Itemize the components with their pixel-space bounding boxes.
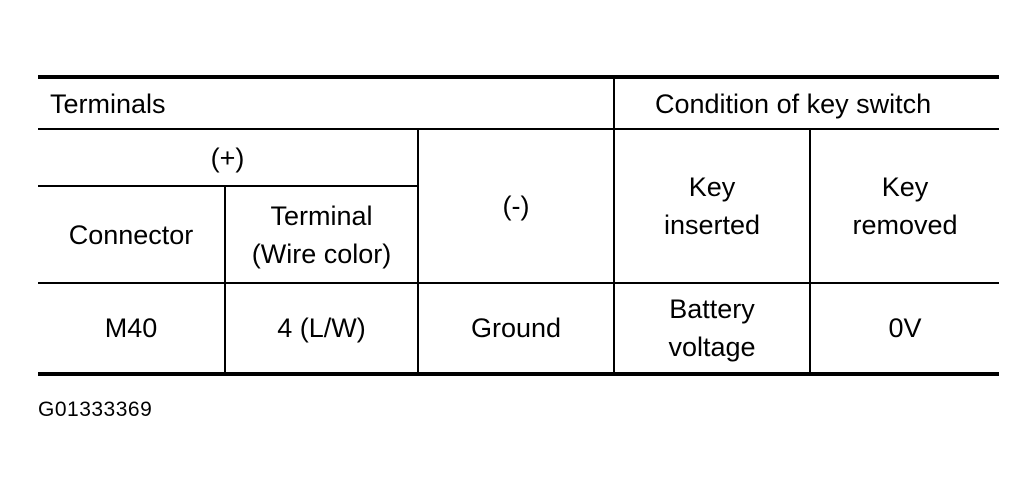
key-inserted-cell-line2: voltage <box>668 332 756 362</box>
terminal-header-line2: (Wire color) <box>251 238 392 269</box>
negative-header: (-) <box>417 128 615 284</box>
key-inserted-cell: Battery voltage <box>613 282 811 376</box>
table-row: M40 4 (L/W) Ground Battery voltage 0V <box>38 282 1000 376</box>
positive-header: (+) <box>38 128 419 187</box>
key-inserted-header-line1: Key <box>688 172 736 202</box>
key-removed-header: Key removed <box>808 128 1000 284</box>
connector-cell: M40 <box>38 282 226 376</box>
figure-id: G01333369 <box>38 398 153 421</box>
terminal-cell: 4 (L/W) <box>224 282 419 376</box>
key-inserted-cell-line1: Battery <box>669 294 755 324</box>
key-removed-header-line2: removed <box>852 210 958 240</box>
condition-header: Condition of key switch <box>612 75 1000 130</box>
key-inserted-header-line2: inserted <box>663 210 761 240</box>
negative-cell: Ground <box>417 282 615 376</box>
key-inserted-header: Key inserted <box>613 128 811 284</box>
connector-header: Connector <box>38 185 226 284</box>
key-switch-inspection-table: Terminals Condition of key switch (+) (-… <box>38 75 1000 376</box>
terminal-header: Terminal (Wire color) <box>224 185 419 284</box>
terminals-header: Terminals <box>38 75 615 130</box>
terminal-header-line1: Terminal <box>270 200 373 231</box>
key-removed-header-line1: Key <box>881 172 929 202</box>
key-removed-cell: 0V <box>808 282 1000 376</box>
